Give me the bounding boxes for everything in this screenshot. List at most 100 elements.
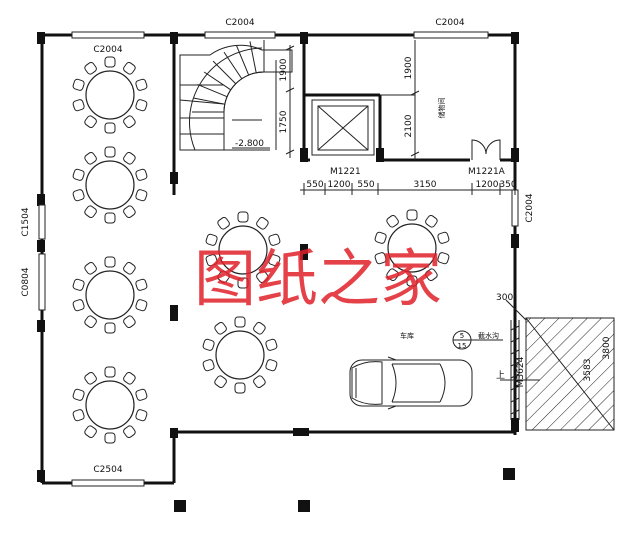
chair — [253, 322, 266, 335]
entrance-ramp — [525, 317, 615, 431]
chair — [265, 359, 278, 372]
chair — [72, 278, 85, 291]
chair — [234, 382, 246, 394]
room-label-garage: 车库 — [400, 331, 414, 340]
round-table-left-3 — [72, 256, 148, 334]
dim-1200-b: 1200 — [476, 180, 499, 190]
chair — [84, 62, 97, 75]
spiral-staircase — [179, 40, 293, 151]
chair — [256, 270, 269, 283]
stair-tread — [235, 45, 250, 76]
elevator-shaft — [311, 99, 375, 156]
banquet-tables — [72, 56, 450, 444]
chair — [135, 99, 148, 112]
window-label-left-lower: C0804 — [21, 267, 31, 296]
chair — [135, 189, 148, 202]
dimension-chain — [300, 183, 516, 195]
stair-dimension-line — [285, 45, 295, 158]
chair — [123, 205, 136, 218]
table-top — [215, 330, 265, 380]
chair — [104, 322, 116, 334]
storage-door — [471, 139, 501, 160]
chair — [123, 152, 136, 165]
chair — [72, 78, 85, 91]
section-mark-top: 5 — [460, 332, 464, 340]
chair — [84, 205, 97, 218]
chair — [214, 322, 227, 335]
table-top — [387, 223, 437, 273]
chair — [135, 409, 148, 422]
chair — [386, 268, 399, 281]
dim-350: 350 — [499, 180, 516, 190]
table-top — [85, 70, 135, 120]
stair-tread — [249, 41, 257, 73]
chair — [84, 315, 97, 328]
table-top — [218, 225, 268, 275]
chair — [202, 338, 215, 351]
door-label-storage: M1221A — [468, 167, 506, 177]
chair — [406, 275, 418, 287]
chair — [104, 56, 116, 68]
chair — [425, 268, 438, 281]
chair — [72, 168, 85, 181]
chair — [123, 425, 136, 438]
chair — [135, 168, 148, 181]
stair-tread — [212, 60, 237, 85]
garage-door-label: M3624 — [516, 356, 526, 387]
chair — [374, 231, 387, 244]
window-label-left-upper: C1504 — [21, 207, 31, 236]
chair — [123, 315, 136, 328]
stair-level-label: -2.800 — [235, 139, 264, 149]
chair — [104, 212, 116, 224]
stair-tread — [197, 83, 228, 98]
window-label-bottom: C2504 — [93, 465, 122, 475]
chair — [214, 375, 227, 388]
table-top — [85, 270, 135, 320]
chair — [268, 233, 281, 246]
chair — [84, 262, 97, 275]
chair — [72, 99, 85, 112]
stair-tread — [223, 51, 243, 80]
window-label-top-left: C2004 — [93, 45, 122, 55]
up-arrow-label: 上 — [496, 370, 505, 381]
chair — [253, 375, 266, 388]
dim-550-b: 550 — [357, 180, 374, 190]
chair — [265, 338, 278, 351]
chair — [104, 146, 116, 158]
dim-3800: 3800 — [602, 336, 612, 359]
chair — [123, 372, 136, 385]
chair — [72, 299, 85, 312]
chair — [205, 254, 218, 267]
chair — [256, 217, 269, 230]
dim-3583: 3583 — [583, 359, 593, 382]
chair — [135, 278, 148, 291]
dim-1900-stair: 1900 — [279, 58, 289, 81]
dim-1750-stair: 1750 — [279, 110, 289, 133]
chair — [104, 432, 116, 444]
chair — [104, 256, 116, 268]
chair — [268, 254, 281, 267]
chair — [202, 359, 215, 372]
dim-3150: 3150 — [414, 180, 437, 190]
watermark-text: 图纸之家 — [194, 242, 442, 315]
chair — [123, 262, 136, 275]
table-top — [85, 160, 135, 210]
stair-tread — [203, 71, 232, 91]
door-label-lift: M1221 — [330, 167, 361, 177]
chair — [406, 209, 418, 221]
chair — [437, 231, 450, 244]
chair — [135, 299, 148, 312]
chair — [104, 366, 116, 378]
chair — [374, 252, 387, 265]
chair — [123, 62, 136, 75]
chair — [237, 211, 249, 223]
window-label-top-stair: C2004 — [225, 18, 254, 28]
round-table-center-2 — [202, 316, 278, 394]
chair — [84, 115, 97, 128]
chair — [104, 122, 116, 134]
chair — [205, 233, 218, 246]
chair — [425, 215, 438, 228]
dim-550-a: 550 — [306, 180, 323, 190]
window-label-top-right: C2004 — [435, 18, 464, 28]
